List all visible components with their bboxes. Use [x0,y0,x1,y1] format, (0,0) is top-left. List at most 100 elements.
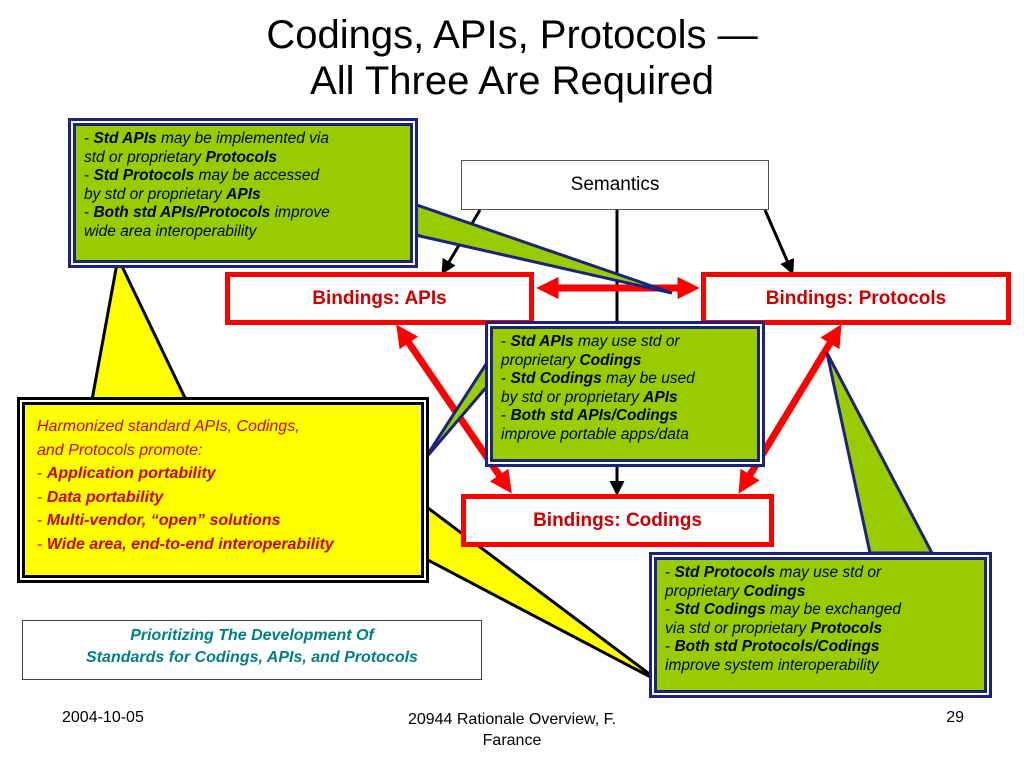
bindings-protocols-label: Bindings: Protocols [765,287,947,309]
semantics-label: Semantics [570,174,660,195]
callout-text: Both std Protocols/Codings [674,638,880,655]
callout-text: Std APIs [510,333,574,350]
callout-text: - [665,638,675,655]
callout-line: - Std APIs may be implemented via [84,130,402,149]
callout-harmonized: Harmonized standard APIs, Codings, and Pr… [22,402,424,578]
callout-text: - [37,465,47,482]
callout-text: via std or proprietary [665,619,811,637]
callout-line: - Std Codings may be exchanged [665,601,976,620]
callout-text: Std Codings [510,370,602,387]
callout-text: proprietary [665,582,744,600]
callout-line: - Application portability [37,462,409,486]
callout-text: Harmonized standard APIs, Codings, [37,418,300,435]
callout-text: - [84,167,94,184]
callout-text: - [665,601,675,618]
callout-line: - Std APIs may use std or [501,333,749,352]
callout-text: may use std or [573,333,680,350]
callout-text: APIs [643,388,678,406]
footer-center-line-1: 20944 Rationale Overview, F. [407,711,617,728]
semantics-box: Semantics [461,160,769,210]
callout-text: may be used [601,370,695,387]
callout-line: proprietary Codings [501,352,749,371]
callout-text: Protocols [205,148,277,166]
callout-line: improve system interoperability [665,657,976,676]
slide-title: Codings, APIs, Protocols — All Three Are… [0,12,1024,104]
callout-text: APIs [226,185,261,203]
callout-text: Std Protocols [674,564,776,581]
callout-text: Wide area, end-to-end interoperability [46,535,334,553]
callout-line: - Both std Protocols/Codings [665,638,976,657]
callout-line: - Both std APIs/Protocols improve [84,204,402,223]
callout-text: may be exchanged [765,601,902,618]
callout-text: proprietary [501,351,580,369]
callout-text: - [665,564,675,581]
callout-line: proprietary Codings [665,583,976,602]
callout-line: std or proprietary Protocols [84,149,402,168]
pointer-harmonized-right [422,502,661,684]
callout-text: improve system interoperability [665,656,879,674]
footer-center-line-2: Farance [482,732,542,749]
callout-text: Both std APIs/Protocols [93,204,271,221]
pointer-harmonized-up [90,253,189,402]
callout-line: via std or proprietary Protocols [665,620,976,639]
callout-text: improve portable apps/data [501,425,689,443]
pointer-bottom-right [825,352,935,555]
callout-text: std or proprietary [84,148,206,166]
callout-line: - Wide area, end-to-end interoperability [37,533,409,557]
bindings-apis-label: Bindings: APIs [312,287,447,309]
arrow-semantics-to-protocols [763,209,795,275]
callout-line: - Std Codings may be used [501,370,749,389]
callout-text: - [37,488,47,506]
callout-line: by std or proprietary APIs [84,186,402,205]
bindings-apis-box: Bindings: APIs [225,272,534,325]
callout-text: may be implemented via [156,130,329,147]
title-line-2: All Three Are Required [310,59,714,103]
callout-text: may be accessed [194,167,320,184]
callout-line: - Std Protocols may use std or [665,564,976,583]
callout-text: - [501,407,511,424]
callout-text: - [84,204,94,221]
callout-text: Protocols [810,619,883,637]
callout-line: by std or proprietary APIs [501,389,749,408]
callout-text: Application portability [46,465,216,482]
callout-text: Std APIs [93,130,157,147]
callout-text: - [501,333,511,350]
callout-text: Both std APIs/Codings [510,407,678,424]
callout-text: - [37,535,47,553]
callout-line: improve portable apps/data [501,426,749,445]
callout-text: Codings [579,351,642,369]
callout-text: Std Protocols [93,167,195,184]
prioritizing-line-1: Prioritizing The Development Of [130,627,374,644]
callout-text: - [501,370,511,387]
callout-text: - [84,130,94,147]
callout-line: - Both std APIs/Codings [501,407,749,426]
bindings-codings-box: Bindings: Codings [461,494,774,547]
bindings-codings-label: Bindings: Codings [533,509,702,531]
callout-text: Codings [743,582,806,600]
footer-page-number: 29 [946,709,964,726]
callout-text: - [37,512,47,529]
callout-line: - Data portability [37,486,409,510]
footer-center: 20944 Rationale Overview, F. Farance [362,709,662,751]
footer-date: 2004-10-05 [62,709,144,726]
bindings-protocols-box: Bindings: Protocols [701,272,1011,325]
prioritizing-box: Prioritizing The Development Of Standard… [22,620,482,680]
prioritizing-line-2: Standards for Codings, APIs, and Protoco… [86,649,418,666]
title-line-1: Codings, APIs, Protocols — [266,13,758,57]
callout-text: and Protocols promote: [37,441,203,459]
callout-line: - Multi-vendor, “open” solutions [37,509,409,533]
callout-text: Multi-vendor, “open” solutions [46,512,281,529]
callout-text: by std or proprietary [501,388,644,406]
callout-line: and Protocols promote: [37,439,409,463]
callout-line: wide area interoperability [84,223,402,242]
callout-text: improve [270,204,330,221]
callout-text: may use std or [775,564,882,581]
callout-line: - Std Protocols may be accessed [84,167,402,186]
callout-text: by std or proprietary [84,185,227,203]
callout-text: wide area interoperability [84,222,257,240]
callout-line: Harmonized standard APIs, Codings, [37,415,409,439]
callout-text: Std Codings [674,601,766,618]
